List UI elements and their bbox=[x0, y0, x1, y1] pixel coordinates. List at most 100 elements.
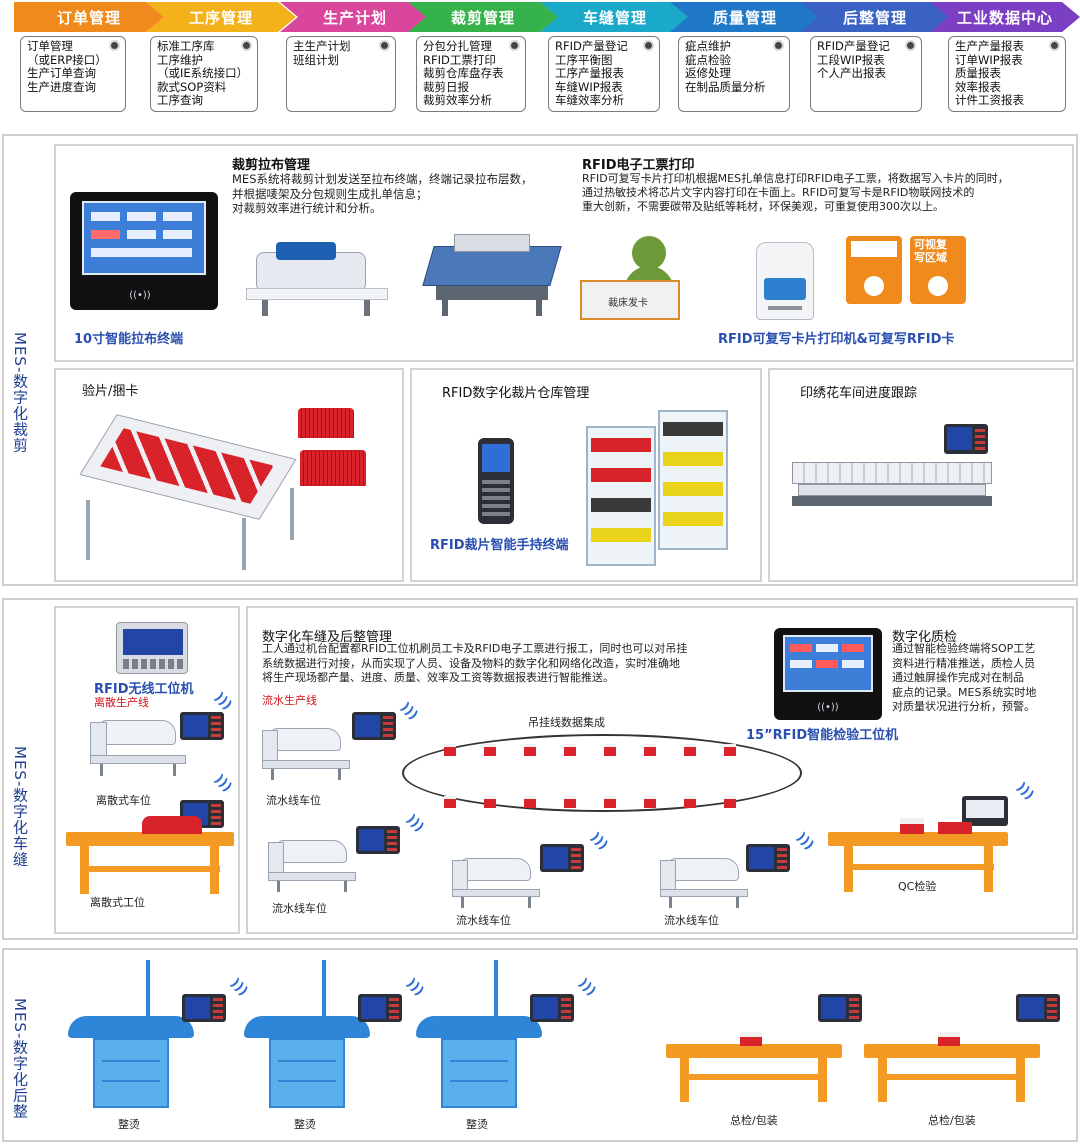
module-item: 效率报表 bbox=[955, 79, 1001, 94]
ironing-table bbox=[416, 960, 542, 1108]
cutting-machine-image bbox=[422, 226, 562, 318]
hanging-carriers bbox=[248, 608, 1076, 936]
module-item: 在制品质量分析 bbox=[685, 79, 766, 94]
module-item: 裁剪日报 bbox=[423, 79, 469, 94]
flow-line-label: 流水生产线 bbox=[262, 694, 317, 707]
sewing-main-title: 数字化车缝及后整管理 bbox=[262, 630, 393, 645]
module-item: 工序维护 bbox=[157, 52, 203, 67]
nfc-icon: ((•)) bbox=[129, 289, 151, 301]
rfid-printer-caption: RFID可复写卡片打印机&可复写RFID卡 bbox=[718, 332, 955, 347]
hanging-carrier bbox=[524, 796, 536, 808]
module-item: 个人产出报表 bbox=[817, 66, 886, 81]
sewing-text-line: 工人通过机台配置都RFID工位机刷员工卡及RFID电子工票进行报工，同时也可以对… bbox=[262, 642, 688, 655]
sewing-main-text: 工人通过机台配置都RFID工位机刷员工卡及RFID电子工票进行报工，同时也可以对… bbox=[262, 642, 782, 686]
handheld-terminal bbox=[478, 438, 514, 524]
spread-title: 裁剪拉布管理 bbox=[232, 158, 311, 173]
module-item: 返修处理 bbox=[685, 66, 731, 81]
hanging-carrier bbox=[564, 796, 576, 808]
warehouse-panel: RFID数字化裁片仓库管理 RFID裁片智能手持终端 bbox=[410, 368, 762, 582]
discrete-line-label: 离散生产线 bbox=[94, 696, 149, 709]
rfid-text-line: 重大创新，不需要碳带及贴纸等耗材，环保美观，可重复使用300次以上。 bbox=[582, 200, 944, 213]
hanging-system-loop bbox=[402, 734, 802, 812]
ironing-label: 整烫 bbox=[466, 1118, 488, 1131]
hanging-carrier bbox=[684, 744, 696, 756]
module-item: 订单WIP报表 bbox=[955, 52, 1023, 67]
module-item: RFID产量登记 bbox=[555, 39, 628, 53]
chevron-plan: 生产计划 bbox=[280, 2, 430, 32]
rfid-print-text: RFID可复写卡片打印机根据MES扎单信息打印RFID电子工票，将数据写入卡片的… bbox=[582, 172, 1072, 214]
packing-table bbox=[666, 1044, 842, 1102]
module-item: 生产产量报表 bbox=[955, 39, 1024, 53]
qc-text-line: 通过智能检验终端将SOP工艺 bbox=[892, 642, 1036, 655]
finishing-section: MES-数字化后整 )))整烫)))整烫)))整烫总检/包装总检/包装 bbox=[2, 948, 1078, 1142]
sewing-text-line: 将生产现场都产量、进度、质量、效率及工资等数据报表进行智能推送。 bbox=[262, 671, 614, 684]
station-terminal bbox=[1016, 994, 1060, 1022]
chevron-cut: 裁剪管理 bbox=[408, 2, 558, 32]
qc-box bbox=[900, 818, 924, 834]
module-item: 分包分扎管理 bbox=[423, 39, 492, 53]
station-terminal bbox=[540, 844, 584, 872]
warehouse-title: RFID数字化裁片仓库管理 bbox=[442, 386, 590, 401]
hanging-carrier bbox=[444, 796, 456, 808]
hanging-carrier bbox=[684, 796, 696, 808]
module-item: 计件工资报表 bbox=[955, 93, 1024, 108]
module-item: 标准工序库 bbox=[157, 39, 215, 53]
module-item: 工段WIP报表 bbox=[817, 52, 885, 67]
module-item: 裁剪仓库盘存表 bbox=[423, 66, 504, 81]
sewing-machine bbox=[262, 728, 350, 780]
qc-monitor bbox=[962, 796, 1008, 826]
spread-rfid-panel: ((•)) 10寸智能拉布终端 裁剪拉布管理 MES系统将裁剪计划发送至拉布终端… bbox=[54, 144, 1074, 362]
station-terminal bbox=[182, 994, 226, 1022]
spread-text-line: MES系统将裁剪计划发送至拉布终端，终端记录拉布层数， bbox=[232, 172, 533, 186]
storage-rack-2 bbox=[658, 410, 728, 550]
inspect-bundle-panel: 验片/捆卡 bbox=[54, 368, 404, 582]
embroidery-title: 印绣花车间进度跟踪 bbox=[800, 386, 918, 401]
station-terminal bbox=[356, 826, 400, 854]
rfid-card-2: 可视复 写区域 bbox=[910, 236, 966, 304]
module-item: 裁剪效率分析 bbox=[423, 93, 492, 108]
rfid-card-printer bbox=[756, 242, 814, 320]
process-chevron-bar: 订单管理工序管理生产计划裁剪管理车缝管理质量管理后整管理工业数据中心 bbox=[0, 0, 1080, 34]
qc-text-line: 对质量状况进行分析，预警。 bbox=[892, 700, 1035, 713]
module-item: 工序平衡图 bbox=[555, 52, 613, 67]
module-item: （或ERP接口） bbox=[27, 52, 107, 67]
module-item: 订单管理 bbox=[27, 39, 73, 53]
rfid-text-line: RFID可复写卡片打印机根据MES扎单信息打印RFID电子工票，将数据写入卡片的… bbox=[582, 172, 1009, 185]
module-card-finish: RFID产量登记工段WIP报表个人产出报表 bbox=[810, 36, 922, 112]
bullet-icon bbox=[109, 40, 120, 51]
station-terminal bbox=[746, 844, 790, 872]
card-label-line: 写区域 bbox=[914, 251, 947, 264]
hanging-carrier bbox=[604, 744, 616, 756]
ironing-table bbox=[68, 960, 194, 1108]
hanging-carrier bbox=[604, 796, 616, 808]
wifi-icon: ))) bbox=[227, 975, 251, 1000]
qc-station-label: QC检验 bbox=[898, 880, 937, 893]
bullet-icon bbox=[643, 40, 654, 51]
bullet-icon bbox=[773, 40, 784, 51]
module-item: （或IE系统接口） bbox=[157, 66, 249, 81]
cutting-table-image bbox=[78, 414, 308, 572]
discrete-table bbox=[66, 832, 234, 894]
hanging-carrier bbox=[644, 796, 656, 808]
hanging-carrier bbox=[564, 744, 576, 756]
ironing-table bbox=[244, 960, 370, 1108]
wireless-caption: RFID无线工位机 bbox=[94, 682, 194, 697]
hanging-carrier bbox=[484, 744, 496, 756]
sewing-machine bbox=[452, 858, 540, 908]
module-item: RFID产量登记 bbox=[817, 39, 890, 53]
sewing-machine bbox=[90, 720, 186, 776]
module-card-plan: 主生产计划班组计划 bbox=[286, 36, 396, 112]
spreading-terminal-caption: 10寸智能拉布终端 bbox=[74, 332, 184, 347]
chevron-industry: 工业数据中心 bbox=[930, 2, 1080, 32]
module-card-process: 标准工序库工序维护（或IE系统接口）款式SOP资料工序查询 bbox=[150, 36, 258, 112]
hanging-carrier bbox=[524, 744, 536, 756]
embroidery-panel: 印绣花车间进度跟踪 bbox=[768, 368, 1074, 582]
desk-label: 裁床发卡 bbox=[608, 298, 648, 309]
flow-station-label: 流水线车位 bbox=[266, 794, 321, 807]
flow-station-label: 流水线车位 bbox=[664, 914, 719, 927]
station-terminal bbox=[352, 712, 396, 740]
module-item: 生产订单查询 bbox=[27, 66, 96, 81]
module-item: 款式SOP资料 bbox=[157, 79, 227, 94]
packing-box bbox=[740, 1032, 762, 1046]
